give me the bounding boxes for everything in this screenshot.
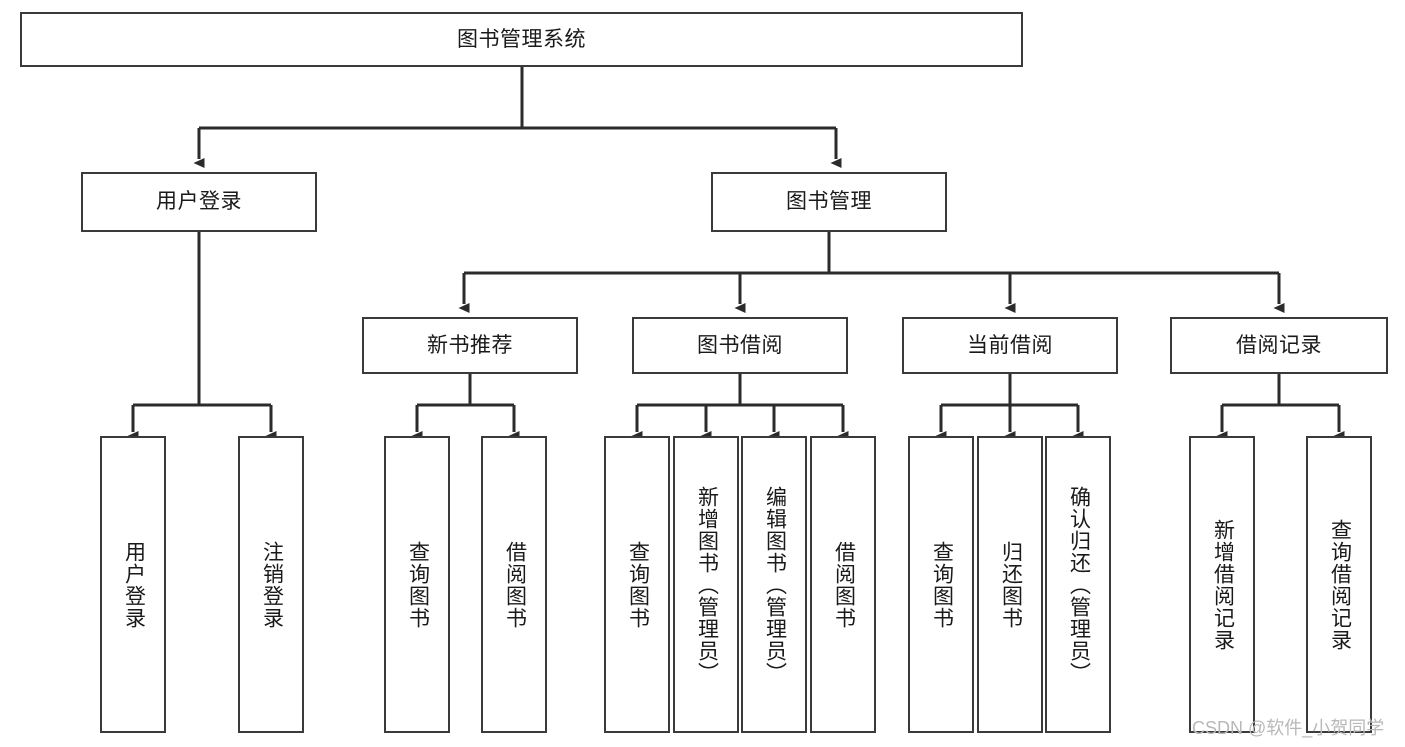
leaf-query-borrow-record[interactable]: 查询借阅记录 [1306, 436, 1372, 733]
node-borrow-records[interactable]: 借阅记录 [1170, 317, 1388, 374]
leaf-query-borrow-record-label: 查询借阅记录 [1328, 518, 1352, 651]
leaf-query-book-newbook-label: 查询图书 [406, 540, 430, 629]
watermark: CSDN @软件_小贺同学 [1192, 718, 1385, 738]
leaf-add-borrow-record-label: 新增借阅记录 [1211, 518, 1235, 651]
node-borrow-records-label: 借阅记录 [1236, 333, 1322, 357]
leaf-query-book-newbook[interactable]: 查询图书 [384, 436, 450, 733]
leaf-add-book-admin-label: 新增图书（管理员） [695, 485, 719, 684]
leaf-user-login[interactable]: 用户登录 [100, 436, 166, 733]
node-user-login-label: 用户登录 [156, 190, 242, 214]
leaf-query-book-current-label: 查询图书 [930, 540, 954, 629]
leaf-confirm-return-admin[interactable]: 确认归还（管理员） [1045, 436, 1111, 733]
node-user-login[interactable]: 用户登录 [81, 172, 317, 232]
leaf-return-book[interactable]: 归还图书 [977, 436, 1043, 733]
node-book-management[interactable]: 图书管理 [711, 172, 947, 232]
node-current-borrow[interactable]: 当前借阅 [902, 317, 1118, 374]
leaf-borrow-book[interactable]: 借阅图书 [810, 436, 876, 733]
leaf-user-login-label: 用户登录 [122, 540, 146, 629]
leaf-confirm-return-admin-label: 确认归还（管理员） [1067, 485, 1091, 684]
node-book-management-label: 图书管理 [786, 190, 872, 214]
leaf-return-book-label: 归还图书 [999, 540, 1023, 629]
leaf-logout[interactable]: 注销登录 [238, 436, 304, 733]
leaf-query-book-current[interactable]: 查询图书 [908, 436, 974, 733]
leaf-add-borrow-record[interactable]: 新增借阅记录 [1189, 436, 1255, 733]
node-new-book-recommend-label: 新书推荐 [427, 333, 513, 357]
leaf-query-book-borrow[interactable]: 查询图书 [604, 436, 670, 733]
leaf-add-book-admin[interactable]: 新增图书（管理员） [673, 436, 739, 733]
node-current-borrow-label: 当前借阅 [967, 333, 1053, 357]
node-book-borrow-label: 图书借阅 [697, 333, 783, 357]
leaf-logout-label: 注销登录 [260, 540, 284, 629]
leaf-query-book-borrow-label: 查询图书 [626, 540, 650, 629]
node-root-label: 图书管理系统 [457, 27, 586, 51]
leaf-edit-book-admin-label: 编辑图书（管理员） [763, 485, 787, 684]
leaf-edit-book-admin[interactable]: 编辑图书（管理员） [741, 436, 807, 733]
leaf-borrow-book-newbook[interactable]: 借阅图书 [481, 436, 547, 733]
leaf-borrow-book-label: 借阅图书 [832, 540, 856, 629]
node-book-borrow[interactable]: 图书借阅 [632, 317, 848, 374]
node-new-book-recommend[interactable]: 新书推荐 [362, 317, 578, 374]
node-root[interactable]: 图书管理系统 [20, 12, 1023, 67]
leaf-borrow-book-newbook-label: 借阅图书 [503, 540, 527, 629]
